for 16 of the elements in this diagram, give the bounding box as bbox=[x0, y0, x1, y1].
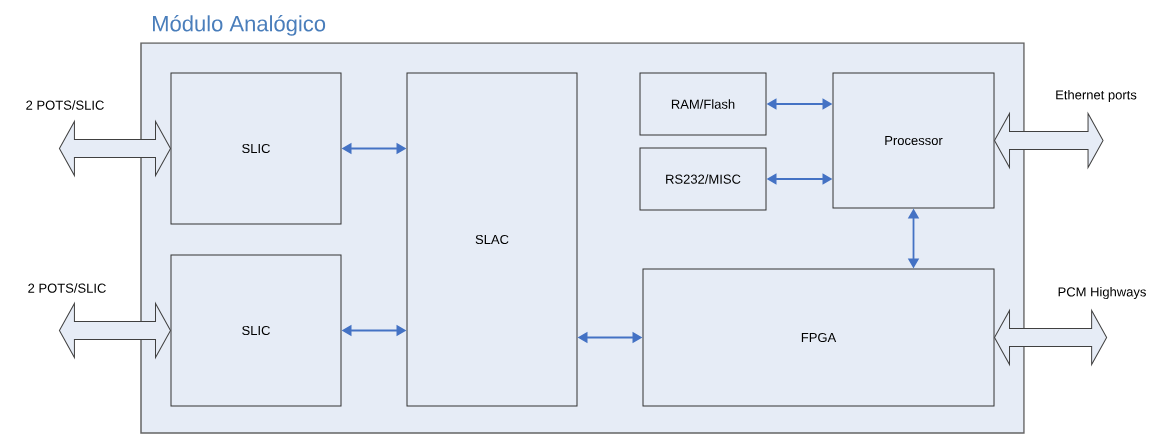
block-box: SLIC bbox=[170, 254, 342, 407]
block-box: Processor bbox=[832, 72, 995, 209]
block-box: SLAC bbox=[406, 72, 578, 407]
block-arrow bbox=[994, 310, 1108, 365]
block-arrow bbox=[58, 121, 171, 176]
block-arrow bbox=[58, 303, 171, 358]
block-box: FPGA bbox=[642, 268, 995, 407]
block-box: SLIC bbox=[170, 72, 342, 225]
port-label: 2 POTS/SLIC bbox=[26, 100, 104, 110]
block-arrow bbox=[994, 113, 1104, 168]
port-label: 2 POTS/SLIC bbox=[28, 283, 106, 293]
block-box: RS232/MISC bbox=[639, 147, 767, 211]
port-label: PCM Highways bbox=[1058, 286, 1146, 300]
port-label: Ethernet ports bbox=[1056, 89, 1137, 103]
block-box: RAM/Flash bbox=[639, 72, 767, 136]
module-title: Módulo Analógico bbox=[153, 15, 326, 36]
